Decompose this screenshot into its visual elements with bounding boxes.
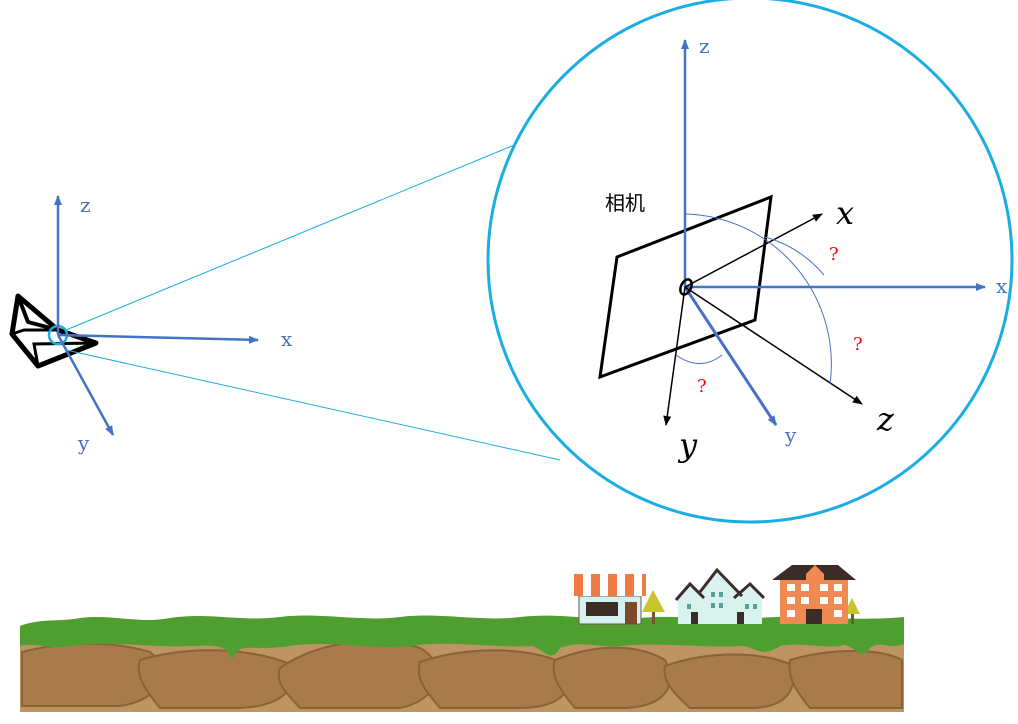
camera-x-label: x <box>836 194 854 232</box>
zoom-connector-top <box>65 140 525 331</box>
building-icon <box>772 565 856 624</box>
angle-arc-medium <box>764 236 825 276</box>
zoom-y-label: y <box>784 423 797 447</box>
camera-x-axis <box>684 213 823 288</box>
zoom-z-label: z <box>699 34 710 58</box>
camera-z-axis <box>684 286 863 405</box>
drone-icon <box>9 293 99 369</box>
camera-image-plane <box>598 194 773 380</box>
camera-y-label: y <box>677 426 698 464</box>
camera-label: 相机 <box>605 191 645 215</box>
world-z-label: z <box>80 193 91 217</box>
world-x-label: x <box>281 327 293 351</box>
angle-question-1: ? <box>829 244 839 265</box>
angle-arc-small <box>675 354 723 364</box>
camera-z-label: z <box>876 400 895 438</box>
camera-lens-icon <box>679 278 693 296</box>
ground-strip <box>20 615 904 712</box>
world-x-axis <box>57 333 259 344</box>
zoom-y-axis <box>683 286 778 426</box>
house-icon <box>674 567 766 624</box>
zoom-x-label: x <box>996 274 1008 298</box>
angle-arc-large <box>685 213 832 385</box>
angle-question-3: ? <box>697 376 707 397</box>
angle-question-2: ? <box>853 334 863 355</box>
world-y-axis <box>56 334 115 436</box>
world-y-label: y <box>77 431 90 455</box>
zoom-connector-bottom <box>65 349 561 461</box>
shop-icon <box>574 574 646 625</box>
zoom-circle <box>486 0 1014 524</box>
camera-y-axis <box>663 286 686 426</box>
